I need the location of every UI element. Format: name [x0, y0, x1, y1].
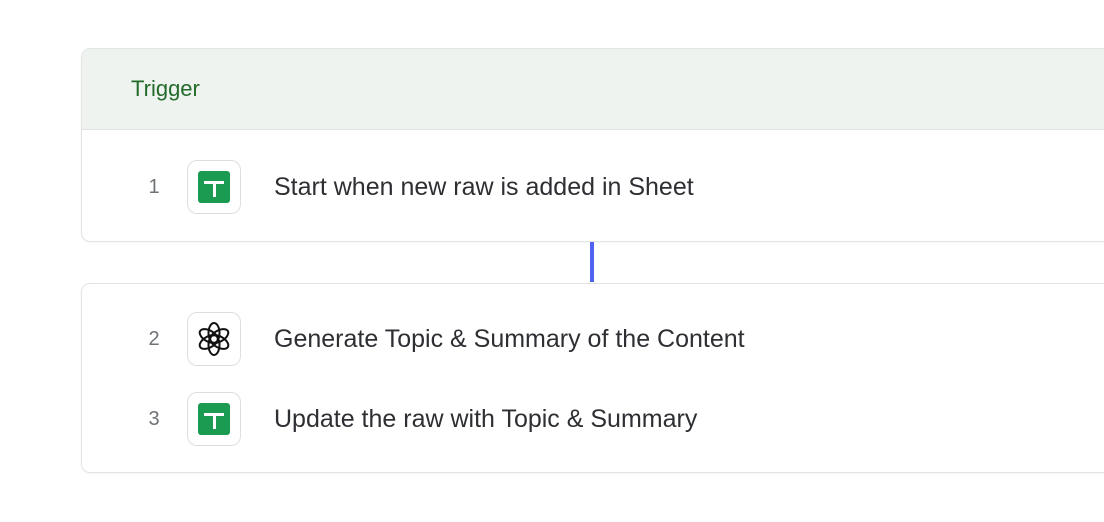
step-label: Generate Topic & Summary of the Content — [274, 324, 745, 353]
google-sheets-icon — [187, 392, 241, 446]
openai-icon — [187, 312, 241, 366]
trigger-header: Trigger — [82, 49, 1104, 130]
step-row-3[interactable]: 3 Update the raw with Topic & Summary — [82, 391, 1104, 447]
actions-card: 2 Generate Topic & Summary of the Conten… — [81, 283, 1104, 473]
trigger-card: Trigger 1 Start when new raw is added in… — [81, 48, 1104, 242]
step-row-2[interactable]: 2 Generate Topic & Summary of the Conten… — [82, 311, 1104, 367]
step-number: 1 — [148, 175, 160, 198]
connector-line — [590, 242, 594, 282]
step-number: 2 — [148, 327, 160, 350]
step-label: Start when new raw is added in Sheet — [274, 172, 694, 201]
step-row-1[interactable]: 1 Start when new raw is added in Sheet — [82, 159, 1104, 215]
step-label: Update the raw with Topic & Summary — [274, 404, 698, 433]
google-sheets-icon — [187, 160, 241, 214]
step-number: 3 — [148, 407, 160, 430]
